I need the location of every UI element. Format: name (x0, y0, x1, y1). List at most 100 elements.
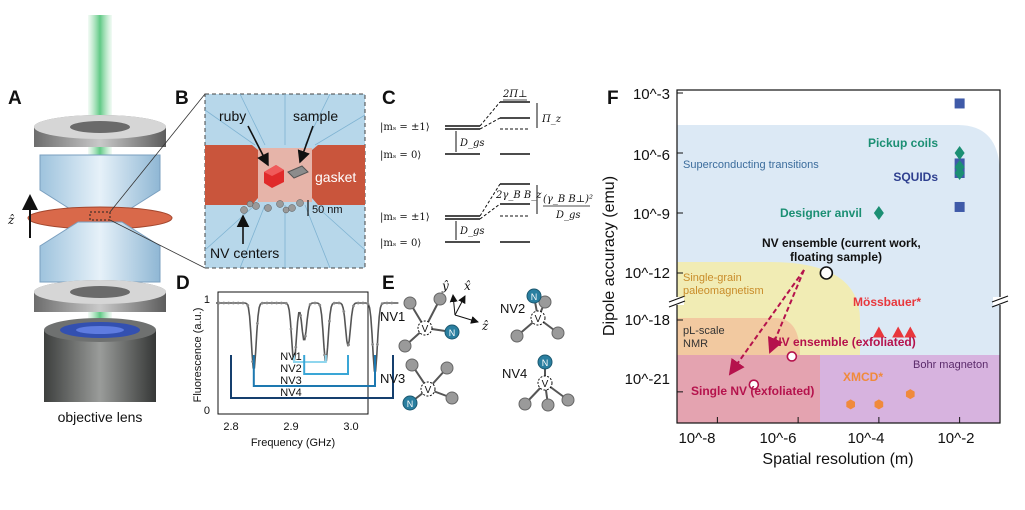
odmr-point (304, 334, 307, 338)
designer-anvil-point-0 (873, 206, 884, 220)
ruby-crystal (264, 165, 284, 188)
odmr-point (361, 301, 365, 305)
f-xtick-3: 10^-2 (937, 430, 974, 447)
odmr-point (260, 301, 264, 305)
label-single-nv: Single NV (exfoliated) (691, 384, 814, 398)
m-ssbauer-point-0 (872, 326, 885, 338)
anvil-facets (204, 93, 366, 269)
scale-label: 50 nm (312, 204, 343, 216)
odmr-point (380, 302, 384, 306)
f-ytick-5: 10^-21 (625, 371, 670, 388)
nitrogen-atom (444, 324, 460, 340)
pickup-coils-point-0 (954, 146, 965, 160)
odmr-point (308, 302, 312, 306)
region-bohr: Bohr magneton (913, 359, 988, 371)
odmr-point (337, 301, 341, 305)
state-pm1-lower: |mₛ = ±1⟩ (380, 212, 430, 223)
lower-anvil (39, 221, 161, 283)
f-xtick-1: 10^-6 (759, 430, 796, 447)
carbon-atom (440, 361, 454, 375)
nitrogen-atom (537, 354, 553, 370)
state-pm1-upper: |mₛ = ±1⟩ (380, 122, 430, 133)
nitrogen-label: N (531, 292, 538, 302)
nv-bracket-label-2: NV2 (280, 363, 301, 375)
split-upper: 2Π⊥ (502, 89, 528, 100)
f-tick-marks (677, 92, 961, 423)
d-xtick-2: 3.0 (343, 421, 358, 433)
nv-orientation-label-4: NV4 (502, 366, 527, 381)
panel-b-label: B (175, 88, 189, 109)
pickup-coils-point-2 (954, 166, 965, 180)
pz-label: Π_z (541, 114, 562, 125)
odmr-point (246, 304, 250, 307)
vacancy-label: V (422, 324, 429, 335)
f-ytick-3: 10^-12 (625, 265, 670, 282)
panel-a-label: A (8, 88, 22, 109)
f-xlabel: Spatial resolution (m) (762, 451, 913, 468)
nv-bracket-1 (293, 355, 327, 363)
vacancy-label: V (542, 379, 549, 390)
shift-numerator: (γ_B B⊥)² (543, 194, 593, 205)
d-ytick-0: 0 (204, 405, 210, 417)
carbon-atom (398, 339, 412, 353)
carbon-atom (561, 393, 575, 407)
carbon-atom (551, 326, 565, 340)
odmr-point (232, 301, 235, 305)
vacancy-site (530, 310, 546, 326)
label-designer-anvil: Designer anvil (780, 206, 862, 220)
dgs-upper: D_gs (459, 138, 485, 149)
nv-bracket-label-3: NV3 (280, 375, 301, 387)
carbon-atom (510, 329, 524, 343)
nv-spheres (240, 199, 304, 214)
odmr-point (217, 301, 221, 305)
vacancy-label: V (535, 314, 542, 325)
nv-bracket-3 (252, 355, 376, 387)
state-0-lower: |mₛ = 0⟩ (380, 238, 421, 249)
e-axis-x: x̂ (464, 279, 471, 293)
panel-f-label: F (607, 88, 619, 109)
lower-seat (34, 280, 166, 312)
panel-f: F 10^-3 10^-6 10^-9 10^-12 10^-18 10^-21… (601, 86, 1009, 468)
odmr-point (313, 301, 317, 305)
vacancy-label: V (425, 385, 432, 396)
panel-c: C |mₛ = ±1⟩ |mₛ = 0⟩ D_gs Π_z 2Π⊥ |mₛ = … (380, 88, 593, 249)
squids-point-3 (954, 201, 965, 212)
m-ssbauer-point-2 (904, 326, 917, 338)
state-0-upper: |mₛ = 0⟩ (380, 150, 421, 161)
label-pickup-coils: Pickup coils (868, 136, 938, 150)
f-ytick-1: 10^-6 (633, 147, 670, 164)
f-xtick-2: 10^-4 (847, 430, 884, 447)
energy-levels-upper: |mₛ = ±1⟩ |mₛ = 0⟩ D_gs Π_z 2Π⊥ (380, 89, 562, 161)
region-superconducting: Superconducting transitions (683, 159, 819, 171)
carbon-atom (518, 397, 532, 411)
xmcd-point-0 (846, 399, 855, 410)
upper-seat (34, 115, 166, 147)
carbon-atom (538, 295, 552, 309)
odmr-point (328, 319, 331, 323)
label-xmcd: XMCD* (843, 370, 883, 384)
f-ytick-2: 10^-9 (633, 206, 670, 223)
odmr-point (356, 301, 360, 305)
odmr-point (236, 301, 240, 305)
vacancy-site (417, 320, 433, 336)
nv-bracket-label-1: NV1 (280, 351, 301, 363)
z-axis-label: ẑ (7, 213, 15, 227)
carbon-atom (405, 358, 419, 372)
vacancy-site (537, 375, 553, 391)
shift-denominator: D_gs (555, 210, 581, 221)
odmr-point (371, 342, 374, 346)
panel-a: A objective lens (7, 15, 206, 425)
d-xlabel: Frequency (GHz) (251, 437, 335, 449)
vacancy-site (420, 381, 436, 397)
label-mossbauer: Mössbauer* (853, 295, 921, 309)
label-nv-current-1: NV ensemble (current work, (762, 236, 921, 250)
objective-lens (44, 318, 156, 402)
arrow-to-ensemble (767, 269, 805, 354)
f-ylabel: Dipole accuracy (emu) (601, 176, 618, 336)
f-ytick-4: 10^-18 (625, 312, 670, 329)
region-nmr-2: NMR (683, 338, 708, 350)
